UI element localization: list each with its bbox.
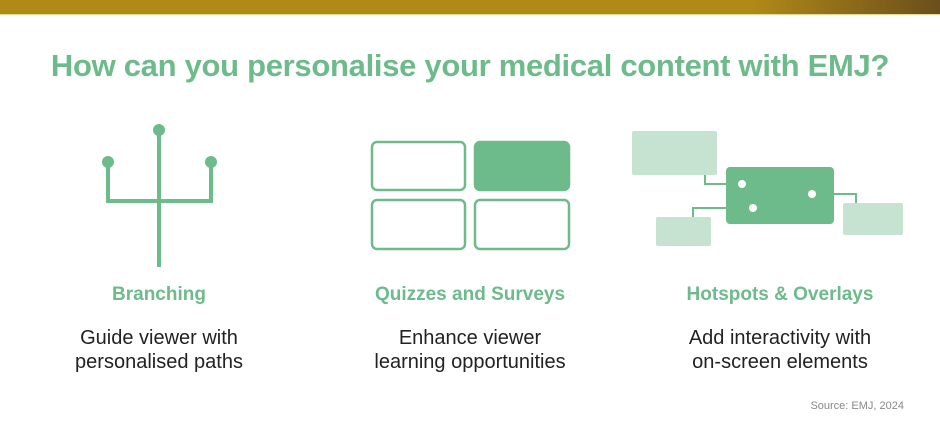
feature-label: Quizzes and Surveys: [374, 284, 566, 305]
feature-desc: personalised paths: [75, 351, 243, 373]
branching-icon: [102, 124, 217, 267]
feature-label: Branching: [112, 284, 206, 305]
feature-desc: Guide viewer with: [80, 327, 238, 349]
page-title: How can you personalise your medical con…: [50, 48, 890, 83]
hotspot-icon: [632, 131, 903, 246]
source-note: Source: EMJ, 2024: [810, 400, 904, 412]
feature-label: Hotspots & Overlays: [686, 284, 874, 305]
top-banner: [0, 0, 940, 15]
feature-desc: Add interactivity with: [688, 327, 872, 349]
feature-desc: Enhance viewer: [398, 327, 542, 349]
quiz-grid-icon: [370, 140, 571, 251]
feature-desc: learning opportunities: [374, 351, 566, 373]
feature-desc: on-screen elements: [692, 351, 868, 373]
feature-hotspots: Hotspots & Overlays Add interactivity wi…: [630, 284, 930, 374]
